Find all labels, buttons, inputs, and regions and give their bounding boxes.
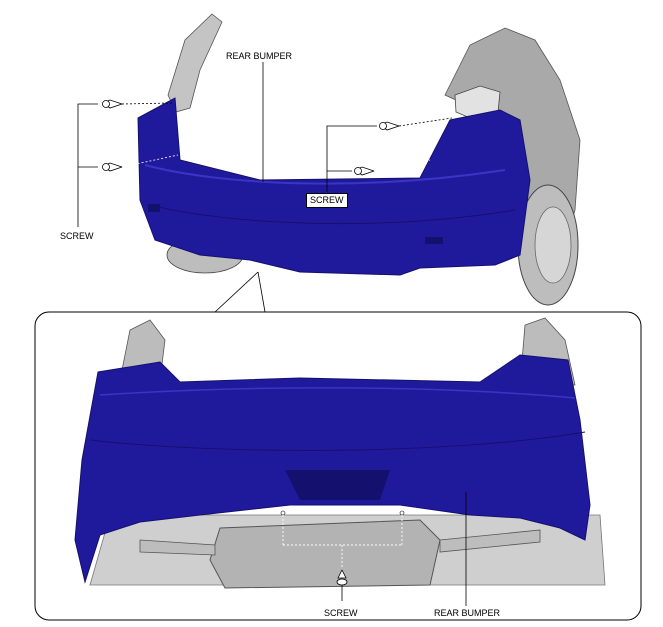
screw-point-right [399,510,405,516]
rear-bumper-label-top: REAR BUMPER [226,51,293,61]
left-reflector [148,204,160,212]
screw-label-right: SCREW [306,193,348,208]
top-car-view [137,13,581,313]
bumper-crease [144,164,506,185]
screw-label-bottom: SCREW [324,608,358,618]
top-screws [102,99,453,176]
exhaust-pipe-right [439,529,541,553]
screw-dash-line [398,117,453,127]
screw-icon [336,569,348,601]
callout-wedge [214,271,266,313]
screw-icon [354,166,376,176]
bottom-detail-view [74,317,606,589]
right-reflector [425,237,443,244]
center-recess [285,470,390,500]
left-pillar [167,13,223,113]
screw-dash-line [121,102,173,105]
rear-bumper-top [137,97,531,276]
bottom-screws [280,492,467,606]
screw-label-left: SCREW [60,231,94,241]
top-leader-lines [77,62,377,227]
screw-icon [102,99,124,109]
muffler [209,519,441,589]
exhaust-pipe-left [139,539,216,556]
bumper-lower-crease [149,204,516,225]
bumper-upper-crease [99,387,576,399]
rear-bumper-label-bottom: REAR BUMPER [434,608,501,618]
bumper-lower-crease [89,431,586,451]
screw-point-left [280,510,286,516]
screw-dash-line [373,159,431,172]
screw-icon [102,162,124,172]
screw-icon [379,121,401,131]
rear-bumper-bottom [74,354,591,584]
right-wheel-rim [534,206,572,284]
screw-dash-line [121,154,179,168]
